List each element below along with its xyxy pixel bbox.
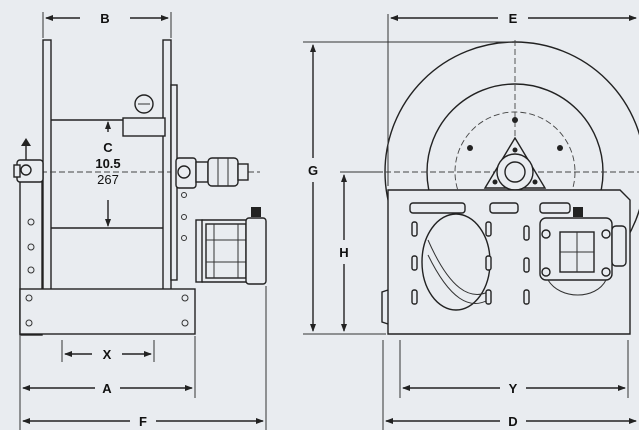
label-h: H <box>339 245 348 260</box>
motor-assembly <box>195 207 267 285</box>
label-g: G <box>308 163 318 178</box>
swivel-fitting <box>13 138 44 183</box>
right-frame-plate <box>162 39 172 291</box>
label-x: X <box>103 347 112 362</box>
flange-hole <box>27 218 35 226</box>
flange-hole <box>27 266 35 274</box>
dimension-h: H <box>339 174 349 332</box>
label-f: F <box>139 414 147 429</box>
label-c-mm: 267 <box>97 172 119 187</box>
hub-assembly <box>175 157 249 189</box>
dimension-f: F <box>22 414 264 429</box>
front-motor-mount <box>539 207 627 296</box>
frame-latch <box>381 289 389 325</box>
dimension-c: C 10.5 267 <box>95 121 121 227</box>
label-y: Y <box>509 381 518 396</box>
dimension-g: G <box>308 44 318 332</box>
dimension-x: X <box>64 347 152 362</box>
side-view <box>13 12 267 430</box>
top-bracket <box>122 117 166 137</box>
dimension-b: B <box>45 11 169 26</box>
label-b: B <box>100 11 109 26</box>
base-plate <box>19 288 196 335</box>
front-view <box>303 14 639 430</box>
front-hub <box>483 136 547 191</box>
label-c-inches: 10.5 <box>95 156 120 171</box>
label-e: E <box>509 11 518 26</box>
dimension-a: A <box>22 381 193 396</box>
dimension-d: D <box>385 414 637 429</box>
dimension-y: Y <box>402 381 626 396</box>
label-c: C <box>103 140 113 155</box>
label-d: D <box>508 414 517 429</box>
label-a: A <box>102 381 112 396</box>
dimension-e: E <box>390 11 637 26</box>
flange-hole <box>27 243 35 251</box>
left-frame-plate <box>42 39 52 291</box>
